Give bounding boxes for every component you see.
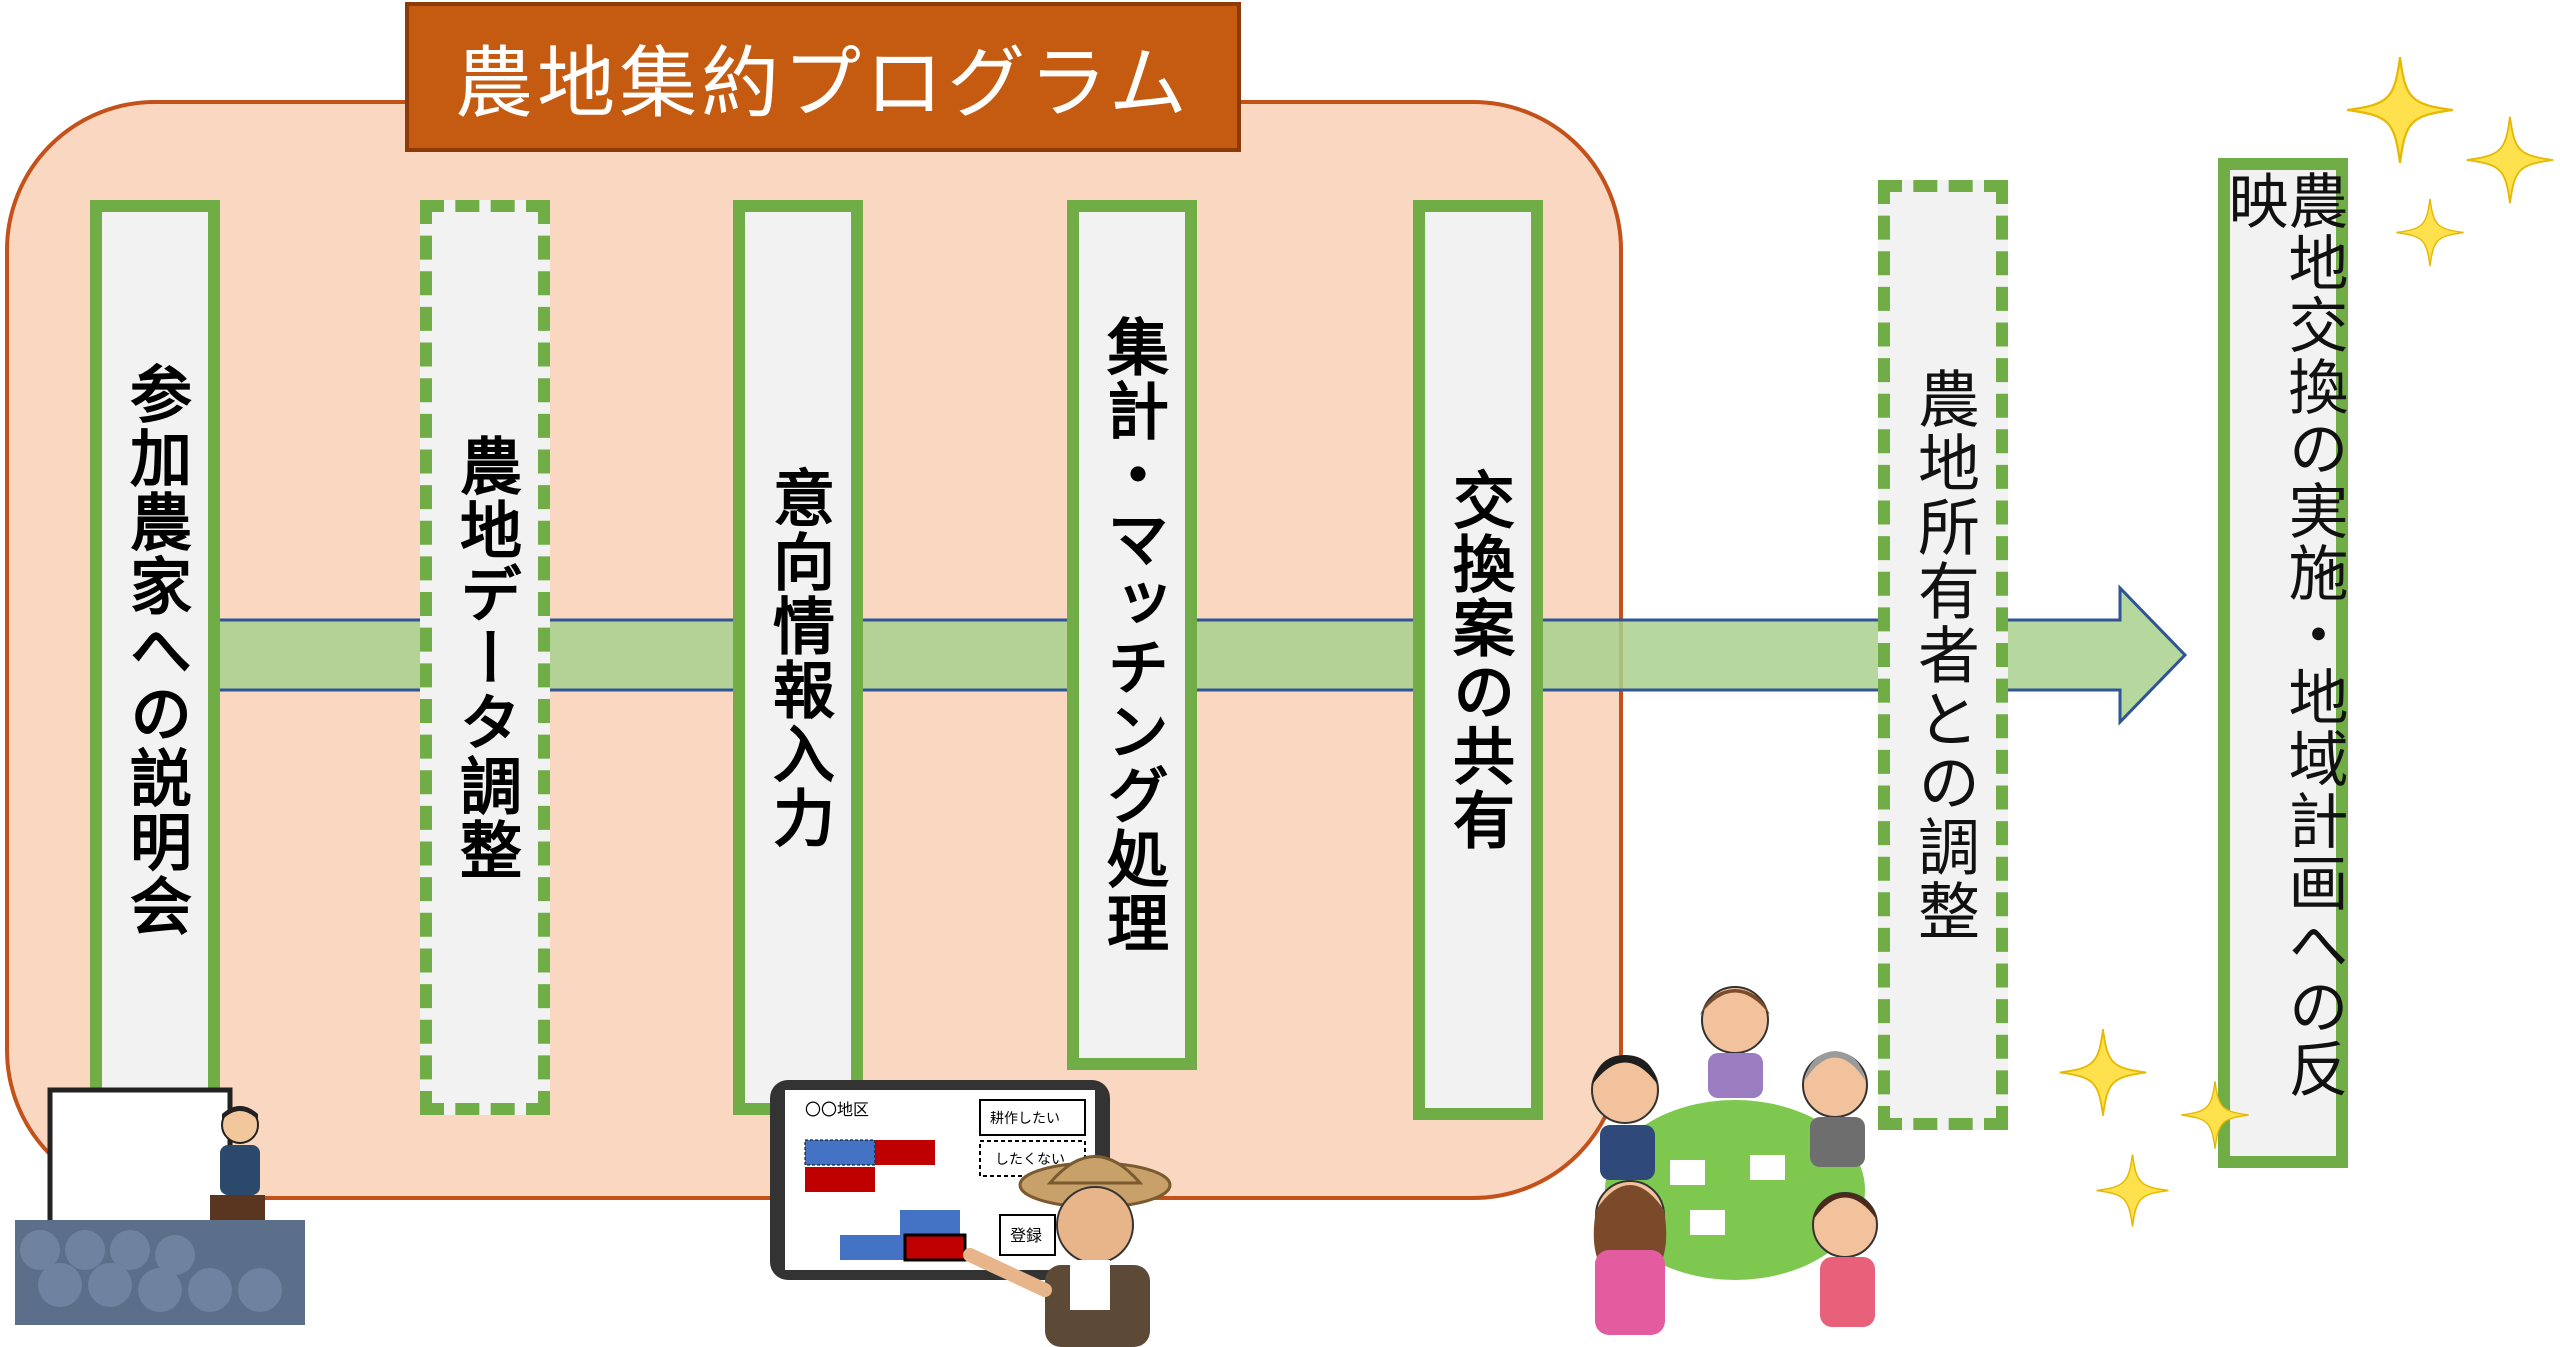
sparkle-icon (2396, 198, 2464, 267)
step-share-plan-label: 交換案の共有 (1442, 468, 1515, 852)
step-farmland-data-label: 農地データ調整 (449, 433, 522, 882)
briefing-session-illustration (15, 1087, 305, 1325)
step-matching-label: 集計・マッチング処理 (1096, 315, 1169, 955)
option-yes-button (979, 1099, 1086, 1136)
step-owner-coordination: 農地所有者との調整 (1878, 180, 2008, 1130)
meeting-table-icon (1605, 1100, 1865, 1280)
person-icon (1701, 986, 1769, 1054)
option-yes-label: 耕作したい (990, 1110, 1060, 1127)
sparkle-icon (2347, 57, 2453, 163)
step-briefing-label: 参加農家への説明会 (119, 362, 192, 938)
step-intention-input-label: 意向情報入力 (762, 465, 835, 850)
presentation-screen-icon (47, 1087, 233, 1233)
farmer-icon (1056, 1186, 1134, 1264)
tablet-district-text: 〇〇地区 (805, 1100, 869, 1119)
step-share-plan: 交換案の共有 (1413, 200, 1543, 1120)
sparkle-icon (2181, 1081, 2249, 1149)
program-title-text: 農地集約プログラム (455, 39, 1191, 129)
sparkle-icon (2466, 116, 2554, 204)
register-button (999, 1214, 1056, 1256)
step-intention-input: 意向情報入力 (733, 200, 863, 1115)
meeting-illustration (1591, 986, 1878, 1335)
sparkle-icon (2059, 1029, 2147, 1116)
step-exchange-execution: 農地交換の実施・地域計画への反映 (2218, 158, 2348, 1168)
step-matching: 集計・マッチング処理 (1067, 200, 1197, 1070)
step-owner-coordination-label: 農地所有者との調整 (1907, 367, 1980, 943)
register-label: 登録 (1010, 1226, 1042, 1245)
step-farmland-data: 農地データ調整 (420, 200, 550, 1115)
step-exchange-execution-label: 農地交換の実施・地域計画への反映 (2218, 170, 2348, 1100)
tablet-input-illustration: 〇〇地区 耕作したい したくない 登録 (770, 1080, 1172, 1347)
program-title: 農地集約プログラム (405, 2, 1241, 152)
sparkle-icon (2096, 1154, 2169, 1227)
option-no-label: したくない (995, 1152, 1065, 1168)
step-briefing: 参加農家への説明会 (90, 200, 220, 1100)
